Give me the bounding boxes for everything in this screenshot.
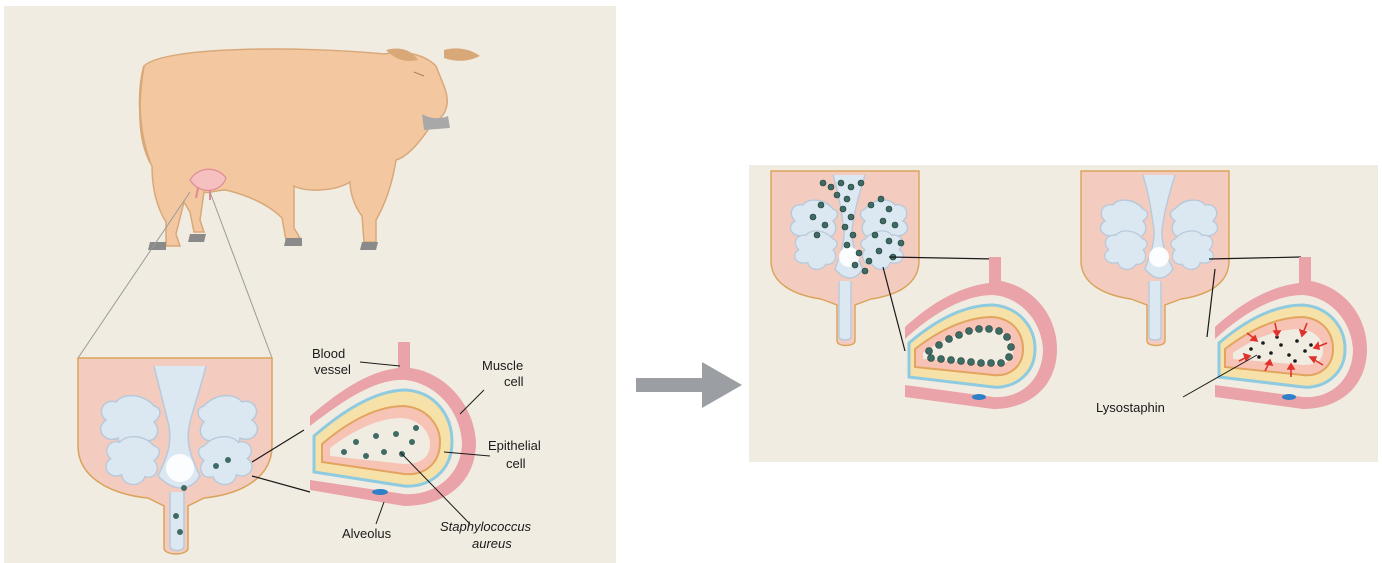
udder-cross-section xyxy=(78,358,272,554)
label-blood: Blood xyxy=(312,346,345,361)
label-vessel: vessel xyxy=(314,362,351,377)
label-aureus: aureus xyxy=(472,536,512,551)
zoom-line-right xyxy=(210,192,272,358)
treated-alveolus xyxy=(1215,257,1367,409)
pointer-line xyxy=(252,476,310,492)
label-muscle-cell: cell xyxy=(504,374,524,389)
pointer-line xyxy=(360,362,400,366)
infected-alveolus xyxy=(905,257,1057,409)
label-staphylococcus: Staphylococcus xyxy=(440,519,532,534)
zoom-line-left xyxy=(78,192,190,358)
treated-udder xyxy=(1081,171,1229,346)
label-epithelial-cell: cell xyxy=(506,456,526,471)
right-arrow-icon xyxy=(636,360,744,412)
infection-diagram: Blood vessel Muscle cell Epithelial cell… xyxy=(4,6,616,563)
label-alveolus: Alveolus xyxy=(342,526,392,541)
label-muscle: Muscle xyxy=(482,358,523,373)
label-lysostaphin: Lysostaphin xyxy=(1096,400,1165,415)
treatment-panel: Lysostaphin xyxy=(749,165,1378,462)
label-epithelial: Epithelial xyxy=(488,438,541,453)
pointer-line xyxy=(376,502,384,524)
infection-panel: Blood vessel Muscle cell Epithelial cell… xyxy=(4,6,616,563)
cow-illustration xyxy=(140,48,480,250)
treatment-diagram: Lysostaphin xyxy=(749,165,1378,462)
pointer-line xyxy=(460,390,484,414)
